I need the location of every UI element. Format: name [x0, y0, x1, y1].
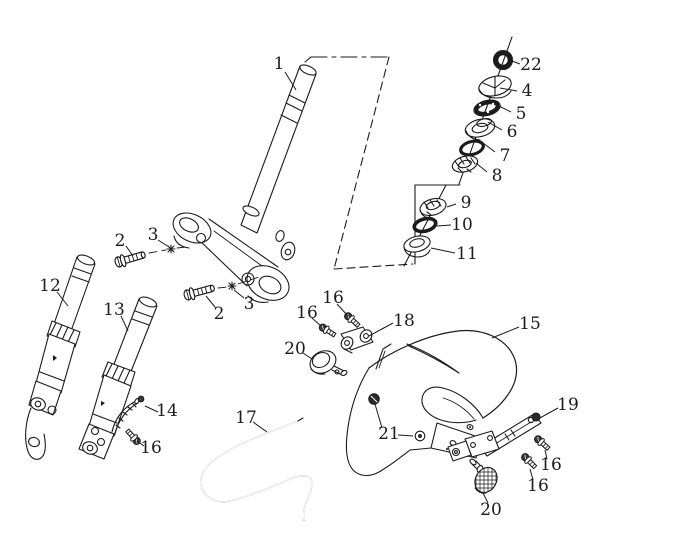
part-label-16: 16: [140, 438, 162, 458]
part-label-19: 19: [557, 395, 579, 415]
part-5-upper-bearing: [473, 99, 501, 117]
callout-leader-3: [157, 239, 170, 248]
part-11-dust-seal: [403, 235, 431, 258]
part-label-20: 20: [284, 339, 306, 359]
part-14-cable-guide: [111, 395, 145, 435]
callout-leader-8: [475, 162, 488, 173]
callout-leader-16: [544, 449, 548, 460]
part-10-seal-ring: [412, 216, 438, 234]
part-21-bolts: [368, 393, 426, 442]
part-label-2: 2: [214, 304, 225, 324]
callout-leader-6: [487, 121, 503, 131]
part-3-pin-lower: [217, 275, 263, 291]
part-label-7: 7: [500, 146, 511, 166]
part-label-16: 16: [527, 476, 549, 496]
part-label-20: 20: [480, 500, 502, 520]
callout-leader-12: [56, 291, 69, 307]
callout-leader-19: [537, 407, 559, 420]
callout-leader-9: [446, 203, 457, 208]
part-label-6: 6: [507, 122, 518, 142]
part-label-8: 8: [492, 166, 503, 186]
part-label-9: 9: [461, 193, 472, 213]
part-label-16: 16: [296, 303, 318, 323]
callout-leader-2: [125, 245, 134, 257]
part-label-21: 21: [378, 424, 400, 444]
part-label-13: 13: [103, 300, 125, 320]
callout-leader-16: [336, 303, 349, 317]
part-label-17: 17: [235, 408, 257, 428]
part-label-2: 2: [115, 231, 126, 251]
part-label-22: 22: [520, 55, 542, 75]
part-label-1: 1: [274, 54, 285, 74]
callout-leader-4: [499, 87, 518, 92]
callout-leader-3: [233, 289, 245, 299]
part-label-3: 3: [148, 225, 159, 245]
part-16-bolt-right-upper: [532, 433, 552, 453]
part-16-bolt-center-left: [317, 321, 338, 340]
callout-leader-7: [482, 142, 496, 153]
part-18-clamp-bracket: [340, 326, 374, 354]
part-20-plug-right: [469, 458, 502, 497]
part-13-fork-leg-right: [78, 296, 158, 460]
part-6-bearing-race: [464, 117, 496, 141]
part-label-11: 11: [456, 244, 478, 264]
callout-leader-16: [136, 440, 145, 447]
part-19-brace-bracket: [447, 412, 542, 462]
triple-clamp: [172, 205, 296, 303]
part-22-o-ring: [492, 49, 514, 71]
part-label-12: 12: [39, 276, 61, 296]
callout-leader-14: [144, 405, 159, 413]
part-label-14: 14: [156, 401, 178, 421]
callout-leader-2: [205, 295, 216, 308]
part-label-3: 3: [244, 294, 255, 314]
callout-leader-20: [302, 352, 313, 360]
part-label-5: 5: [516, 104, 527, 124]
assembly-outline-dashed: [304, 36, 513, 270]
callout-leader-11: [430, 247, 456, 254]
part-20-plug-left: [309, 350, 348, 377]
part-3-pin-upper: [148, 244, 187, 254]
part-12-fork-leg-left: [25, 254, 96, 460]
callout-leader-1: [284, 71, 297, 91]
callout-leader-13: [120, 315, 129, 332]
callout-leader-16: [311, 317, 322, 327]
callout-leader-18: [368, 322, 394, 337]
part-label-18: 18: [393, 311, 415, 331]
callout-leader-21: [374, 403, 383, 429]
part-4-steering-stem-nut: [478, 75, 512, 99]
part-9-bearing-cone-lower: [419, 197, 447, 220]
part-label-10: 10: [451, 215, 473, 235]
part-2-bolt-lower: [182, 281, 217, 303]
part-label-16: 16: [540, 455, 562, 475]
part-16-bolt-right-lower: [519, 451, 539, 471]
part-7-retainer-ring: [459, 139, 485, 157]
callout-leader-20: [482, 492, 489, 504]
callout-leader-17: [252, 421, 268, 433]
part-label-15: 15: [519, 314, 541, 334]
part-label-16: 16: [322, 288, 344, 308]
part-15-front-fender: [345, 329, 518, 477]
callout-leader-16: [529, 468, 534, 481]
callout-leader-10: [436, 224, 452, 227]
part-label-4: 4: [522, 81, 533, 101]
callout-leader-5: [496, 104, 512, 113]
callout-leader-15: [491, 326, 520, 339]
part-8-bearing-cone-upper: [451, 155, 479, 173]
part-17-brake-cable: [200, 417, 313, 521]
part-1-fork-stem-tube: [240, 64, 317, 234]
callout-leader-21: [397, 434, 414, 437]
callout-leader-22: [511, 60, 521, 65]
